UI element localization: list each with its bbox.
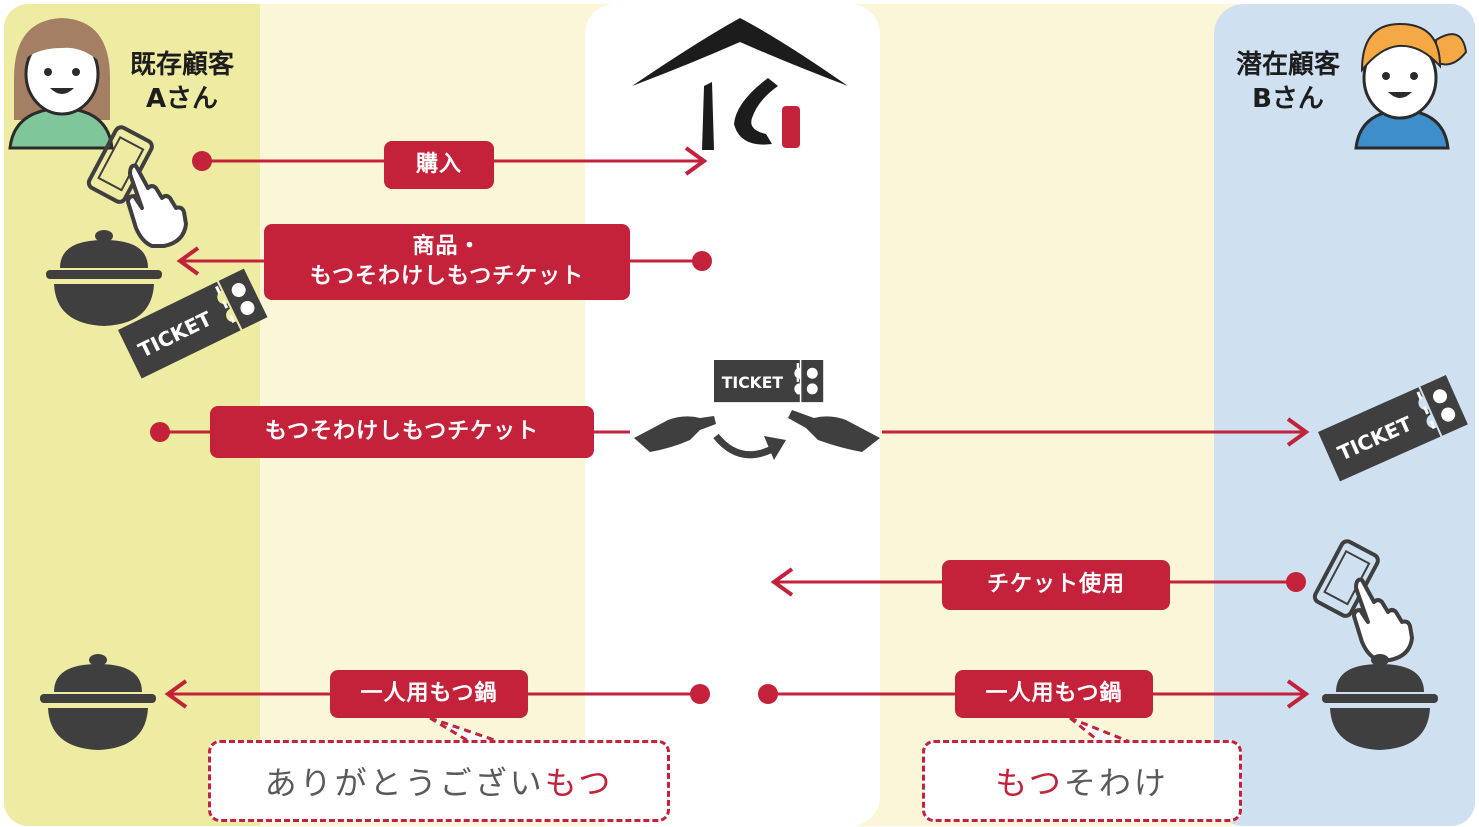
share-bubble-text: そわけ [1063,764,1169,802]
hot-pot-icon [40,654,156,750]
solo-pot-left-label: 一人用もつ鍋 [330,670,528,718]
woman-avatar-icon [8,18,114,150]
purchase-label: 購入 [384,141,494,189]
solo-pot-left-label-text: 一人用もつ鍋 [360,681,498,706]
potential-customer-name: Bさん [1252,84,1324,114]
existing-customer-label: 既存顧客 Aさん [116,48,248,116]
goods-label-line1: 商品・ [412,234,482,259]
ticket-icon: TICKET [714,360,824,403]
goods-label: 商品・ もつそわけしもつチケット [264,224,630,300]
hot-pot-icon [1322,654,1438,750]
bubble-tail-left [429,716,501,744]
solo-pot-right-label: 一人用もつ鍋 [955,670,1153,718]
bubble-tail-right [1069,716,1131,744]
ticket-icon: TICKET [1318,375,1468,482]
ticket-use-label: チケット使用 [942,560,1170,610]
purchase-label-text: 購入 [415,152,462,177]
thanks-bubble: ありがとうございもつ [208,740,670,822]
potential-customer-label: 潜在顧客 Bさん [1222,48,1354,116]
hot-pot-icon [46,230,162,326]
smartphone-tap-icon [1310,537,1414,662]
brand-logo-icon [632,18,848,150]
ticket-label: TICKET [722,374,784,392]
existing-customer-name: Aさん [145,84,219,114]
ticket-use-label-text: チケット使用 [986,572,1125,597]
share-bubble-accent: もつ [995,764,1064,802]
potential-customer-type: 潜在顧客 [1235,50,1340,80]
handover-hands-icon [634,410,880,460]
girl-avatar-icon [1354,22,1468,150]
existing-customer-type: 既存顧客 [129,50,234,80]
zone-shop [585,4,880,826]
goods-label-line2: もつそわけしもつチケット [309,264,585,289]
thanks-bubble-text: ありがとうござい [264,764,545,802]
ticket-transfer-label-text: もつそわけしもつチケット [264,419,540,444]
share-bubble: もつそわけ [922,740,1242,822]
solo-pot-right-label-text: 一人用もつ鍋 [985,681,1123,706]
ticket-transfer-label: もつそわけしもつチケット [210,406,594,458]
thanks-bubble-accent: もつ [544,764,614,802]
